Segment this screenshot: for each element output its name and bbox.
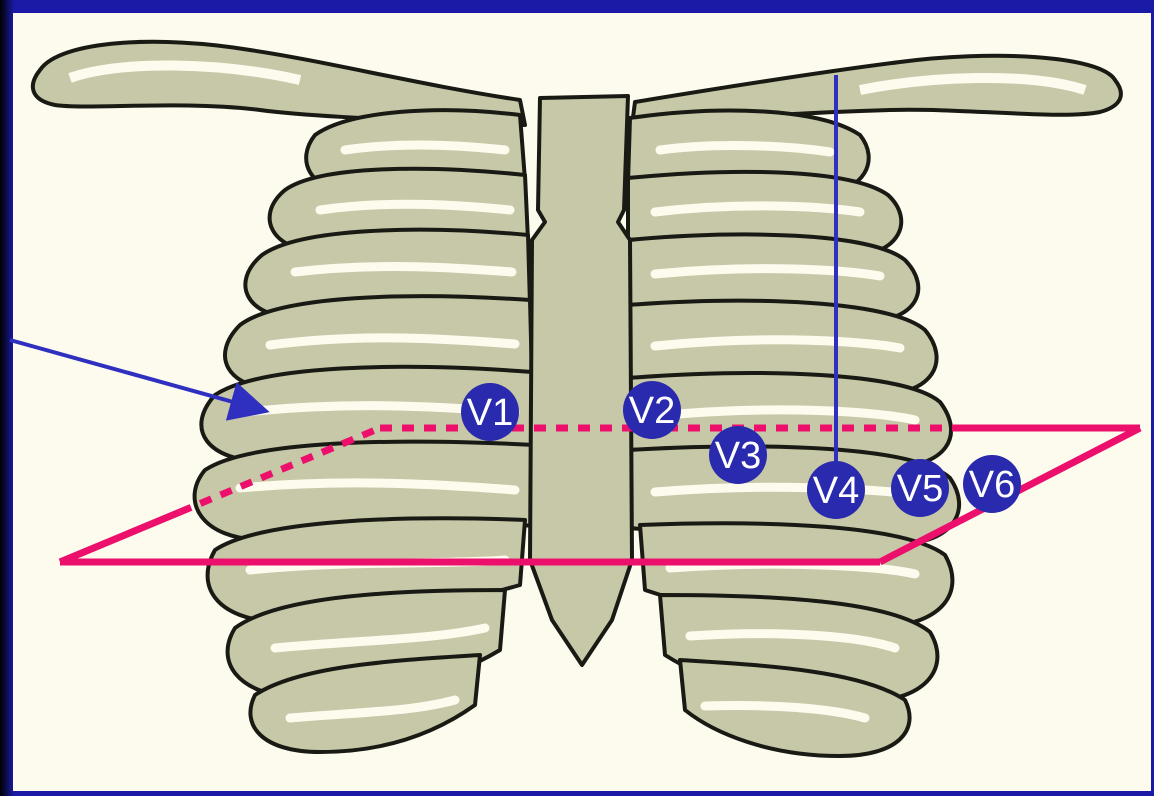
- electrode-label: V3: [715, 435, 761, 477]
- electrode-label: V6: [969, 464, 1015, 506]
- electrode-v3: V3: [709, 426, 767, 484]
- sternum: [530, 96, 632, 665]
- electrode-v1: V1: [461, 383, 519, 441]
- electrode-v2: V2: [623, 381, 681, 439]
- rib-cage: [33, 42, 1121, 756]
- electrode-label: V1: [467, 392, 513, 434]
- electrode-label: V2: [629, 390, 675, 432]
- electrode-v6: V6: [963, 455, 1021, 513]
- electrode-v4: V4: [807, 461, 865, 519]
- electrode-label: V4: [813, 470, 859, 512]
- plane-left-solid: [60, 512, 180, 562]
- electrode-label: V5: [897, 468, 943, 510]
- electrode-v5: V5: [891, 459, 949, 517]
